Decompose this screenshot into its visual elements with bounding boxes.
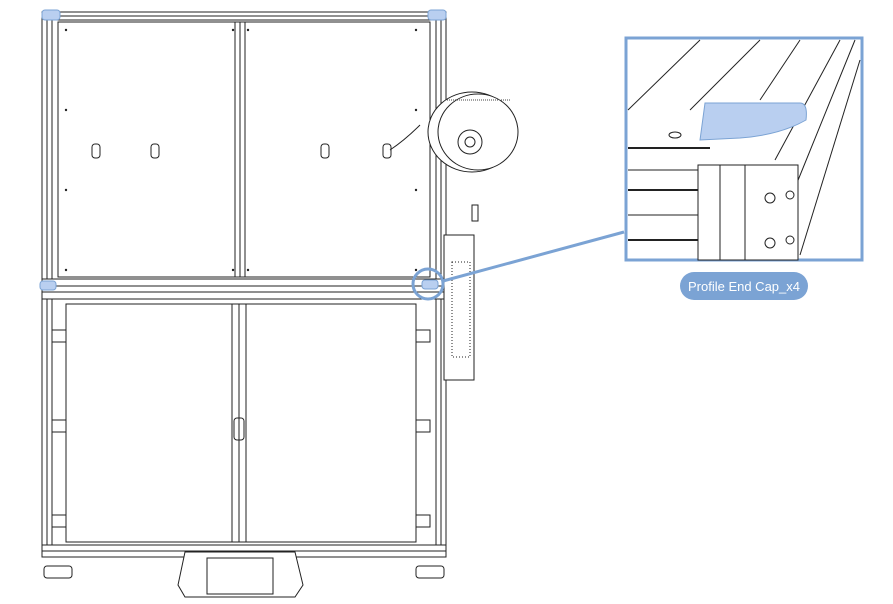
filament-spool (427, 91, 519, 230)
front-doors (51, 303, 431, 543)
foot (43, 565, 73, 579)
inset-detail (627, 39, 861, 261)
top-panels (57, 21, 431, 278)
foot (415, 565, 445, 579)
touch-screen (177, 551, 304, 598)
profile-end-caps (39, 9, 447, 291)
side-electronics-box (443, 204, 479, 381)
callout-label: Profile End Cap_x4 (680, 272, 808, 300)
